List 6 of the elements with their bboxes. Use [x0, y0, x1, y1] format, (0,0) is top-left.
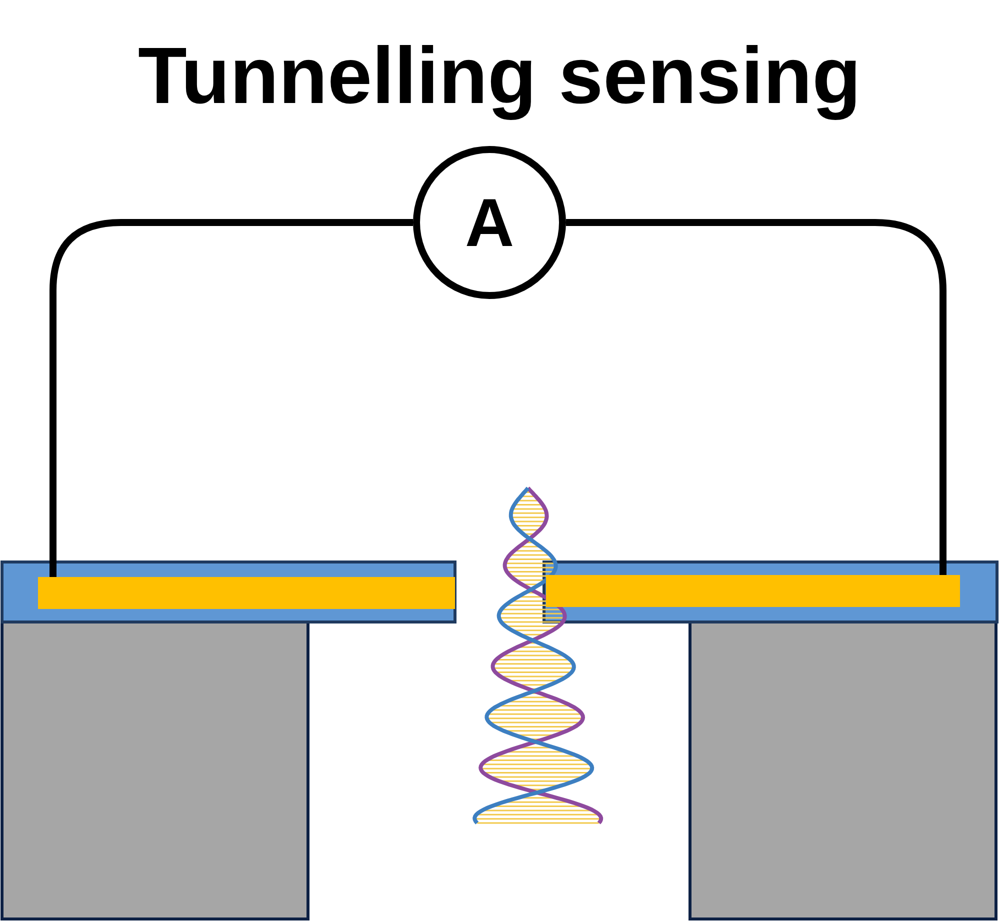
meter-label: A	[464, 188, 514, 256]
electrode	[38, 577, 455, 609]
wire	[566, 219, 946, 575]
electrode	[546, 575, 960, 607]
title: Tunnelling sensing	[137, 30, 862, 122]
wire	[50, 219, 413, 577]
